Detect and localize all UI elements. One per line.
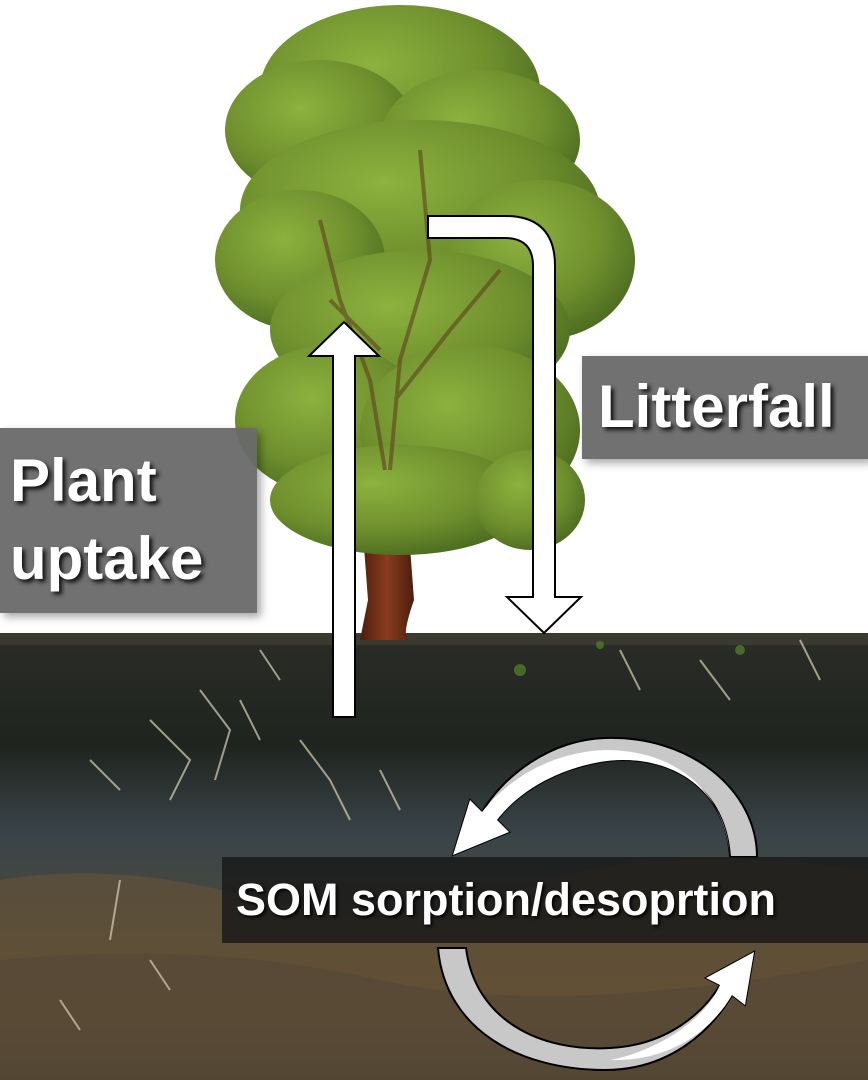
plant-uptake-label: Plant uptake: [10, 442, 203, 598]
plant-uptake-label-line2: uptake: [10, 525, 204, 592]
litterfall-label-box: Litterfall: [582, 356, 868, 459]
litterfall-arrow: [427, 215, 584, 635]
sorption-lower-cycle-arrow: [436, 947, 756, 1072]
plant-uptake-label-line1: Plant: [10, 447, 157, 514]
plant-uptake-arrow: [306, 320, 382, 718]
litterfall-label: Litterfall: [598, 373, 835, 440]
som-sorption-label: SOM sorption/desoprtion: [236, 874, 776, 925]
som-sorption-label-box: SOM sorption/desoprtion: [222, 857, 868, 943]
sorption-upper-cycle-arrow: [451, 736, 759, 858]
plant-uptake-label-box: Plant uptake: [0, 428, 257, 613]
tree-illustration: [215, 5, 635, 640]
